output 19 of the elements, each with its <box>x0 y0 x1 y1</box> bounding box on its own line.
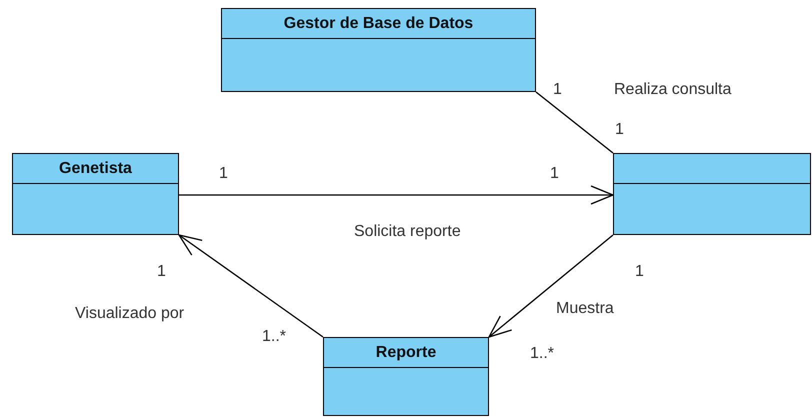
association-line <box>488 234 614 338</box>
multiplicity-label: 1 <box>635 262 644 282</box>
multiplicity-label: 1 <box>550 164 559 184</box>
class-box <box>12 153 179 235</box>
multiplicity-label: 1 <box>157 262 166 282</box>
class-name: Gestor de Base de Datos <box>284 14 474 34</box>
association-line <box>178 234 324 338</box>
multiplicity-label: 1..* <box>262 327 286 347</box>
multiplicity-label: 1 <box>553 80 562 100</box>
class-name: Genetista <box>59 158 132 178</box>
multiplicity-label: 1 <box>615 120 624 140</box>
class-box <box>221 8 536 92</box>
class-box <box>613 153 811 235</box>
class-box <box>323 337 489 416</box>
class-name: Reporte <box>376 342 436 362</box>
multiplicity-label: 1..* <box>530 344 554 364</box>
association-line <box>179 185 614 205</box>
association-line <box>536 92 614 154</box>
multiplicity-label: 1 <box>219 164 228 184</box>
